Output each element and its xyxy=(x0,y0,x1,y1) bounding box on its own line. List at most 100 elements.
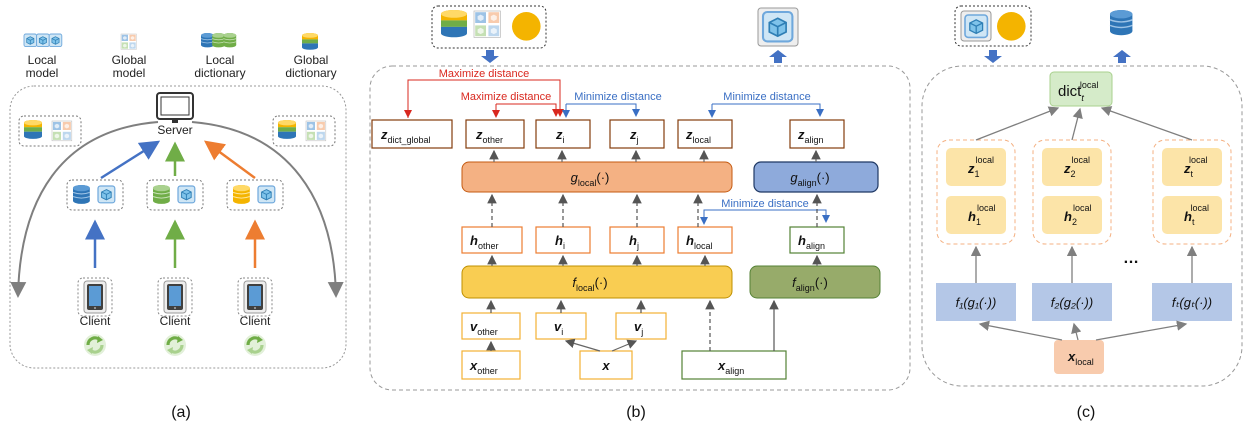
client-package-3 xyxy=(226,179,284,211)
minimize-bracket-local-align: Minimize distance xyxy=(708,91,824,118)
refresh-icon xyxy=(82,332,108,358)
legend-line: model xyxy=(113,66,146,80)
server-label: Server xyxy=(157,123,192,137)
c-column-t: ztlocal htlocal xyxy=(1152,139,1232,245)
g-local-block: glocal(·) xyxy=(461,161,733,193)
f-align-block: falign(·) xyxy=(749,265,881,299)
legend-line: Global xyxy=(112,53,147,67)
z-dict-global-box: zdict_global xyxy=(371,119,453,149)
global-package-left xyxy=(18,115,82,147)
legend-line: Local xyxy=(206,53,235,67)
h-local-box: hlocal xyxy=(677,226,733,254)
x-align-to-f-arrows xyxy=(705,299,779,351)
client-1: Client xyxy=(77,277,113,358)
svg-text:xlocal: xlocal xyxy=(1067,349,1094,367)
svg-text:zother: zother xyxy=(475,127,503,145)
upload-arrow-orange xyxy=(203,140,256,180)
client-label: Client xyxy=(160,314,191,328)
g-to-z-arrows xyxy=(489,149,821,162)
panel-c-frame xyxy=(921,65,1243,387)
v-j-box: vj xyxy=(615,312,667,340)
svg-text:zlocal: zlocal xyxy=(685,127,711,145)
maximize-label-1: Maximize distance xyxy=(439,68,529,80)
dict-box: dicttlocal xyxy=(1049,71,1113,107)
svg-text:f₂(g₂(·)): f₂(g₂(·)) xyxy=(1051,295,1093,310)
svg-text:zdict_global: zdict_global xyxy=(380,127,431,145)
svg-text:hother: hother xyxy=(470,233,498,251)
svg-text:zalign: zalign xyxy=(797,127,824,145)
v-row: vother vi vj xyxy=(461,312,667,340)
x-box: x xyxy=(579,350,633,380)
minimize-label-3: Minimize distance xyxy=(721,198,808,210)
input-down-arrow xyxy=(481,50,499,63)
svg-text:fₜ(gₜ(·)): fₜ(gₜ(·)) xyxy=(1172,295,1212,310)
minimize-bracket-h: Minimize distance xyxy=(700,198,830,225)
svg-text:zj: zj xyxy=(629,127,639,145)
g-align-block: galign(·) xyxy=(753,161,879,193)
svg-text:hi: hi xyxy=(555,233,565,251)
panel-a-frame xyxy=(9,85,347,369)
minimize-bracket-ij: Minimize distance xyxy=(562,91,662,118)
client-2: Client xyxy=(157,277,193,358)
v-i-box: vi xyxy=(535,312,587,340)
minimize-label-2: Minimize distance xyxy=(723,91,810,103)
panel-b-frame xyxy=(369,65,911,391)
svg-text:vj: vj xyxy=(634,319,643,337)
client-package-2 xyxy=(146,179,204,211)
svg-text:dicttlocal: dicttlocal xyxy=(1058,80,1098,103)
legend-line: Local xyxy=(28,53,57,67)
caption-c: (c) xyxy=(1077,404,1096,421)
legend-line: Global xyxy=(294,53,329,67)
svg-text:x: x xyxy=(601,358,610,373)
c-input-down-arrow xyxy=(984,50,1002,63)
legend-line: dictionary xyxy=(194,66,245,80)
h-j-box: hj xyxy=(609,226,665,254)
svg-text:halign: halign xyxy=(798,233,825,251)
legend-line: model xyxy=(26,66,59,80)
svg-text:xother: xother xyxy=(469,358,498,376)
c-input-bundle xyxy=(954,5,1032,47)
h-row: hother hi hj hlocal halign xyxy=(461,226,845,254)
svg-text:htlocal: htlocal xyxy=(1184,203,1209,227)
z-row: zdict_global zother zi zj zlocal zalign xyxy=(371,119,845,149)
h-i-box: hi xyxy=(535,226,591,254)
caption-b: (b) xyxy=(626,404,646,421)
f-local-block: flocal(·) xyxy=(461,265,733,299)
c-f-box-t: fₜ(gₜ(·)) xyxy=(1152,283,1232,321)
output-up-arrow xyxy=(769,50,787,63)
client-label: Client xyxy=(80,314,111,328)
svg-text:vi: vi xyxy=(554,319,563,337)
svg-text:galign(·): galign(·) xyxy=(790,170,829,188)
c-f-box-2: f₂(g₂(·)) xyxy=(1032,283,1112,321)
panel-b: zdict_global zother zi zj zlocal zalign … xyxy=(369,5,911,421)
x-other-box: xother xyxy=(461,350,521,380)
c-column-2: z2local h2local xyxy=(1032,139,1112,245)
h-other-box: hother xyxy=(461,226,523,254)
c-column-1: z1local h1local xyxy=(936,139,1016,245)
svg-text:z2local: z2local xyxy=(1063,155,1090,179)
refresh-icon xyxy=(242,332,268,358)
svg-text:falign(·): falign(·) xyxy=(792,275,828,293)
svg-text:hj: hj xyxy=(629,233,639,251)
svg-text:xalign: xalign xyxy=(717,358,744,376)
c-ellipsis: … xyxy=(1123,250,1139,267)
c-f-to-col-arrows xyxy=(970,245,1198,283)
z-j-box: zj xyxy=(609,119,665,149)
client-label: Client xyxy=(240,314,271,328)
maximize-bracket-inner: Maximize distance xyxy=(461,91,560,118)
c-x-to-f-arrows xyxy=(978,320,1188,341)
svg-text:glocal(·): glocal(·) xyxy=(571,170,610,188)
client-3: Client xyxy=(237,277,273,358)
refresh-icon xyxy=(162,332,188,358)
upload-arrow-blue xyxy=(100,140,161,180)
v-other-box: vother xyxy=(461,312,521,340)
svg-text:vother: vother xyxy=(470,319,498,337)
